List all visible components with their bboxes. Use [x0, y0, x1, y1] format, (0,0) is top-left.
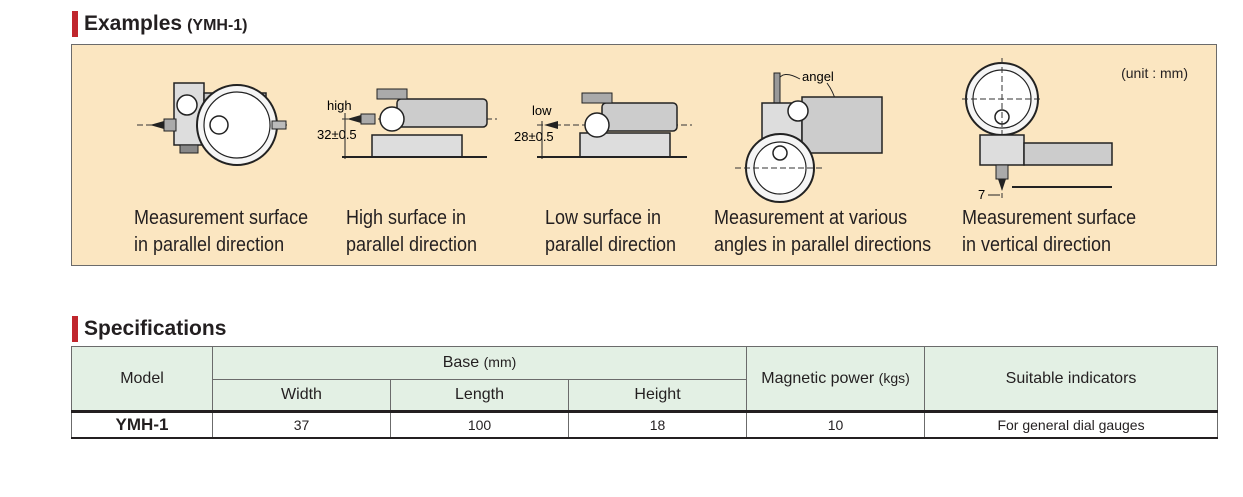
examples-heading: Examples (YMH-1) [72, 11, 248, 37]
caption-various-angles: Measurement at various angles in paralle… [714, 205, 931, 259]
examples-panel: (unit : mm) high 32±0.5 low 28±0.5 [71, 44, 1217, 266]
caption-vertical-surface: Measurement surface in vertical directio… [962, 205, 1136, 259]
specifications-table: Model Base (mm) Magnetic power (kgs) Sui… [71, 346, 1219, 439]
cell-model: YMH-1 [71, 410, 213, 439]
unit-note: (unit : mm) [1121, 65, 1188, 81]
header-height: Height [567, 379, 748, 412]
diagram-various-angles: angel [735, 69, 883, 203]
cell-length: 100 [390, 410, 569, 439]
diagram-vertical-surface: 7 [962, 58, 1113, 202]
header-base: Base (mm) [211, 346, 748, 380]
table-row: YMH-1 37 100 18 10 For general dial gaug… [71, 410, 1219, 439]
heading-accent-bar [72, 11, 78, 37]
specifications-heading: Specifications [72, 316, 226, 342]
caption-high-surface: High surface in parallel direction [346, 205, 477, 259]
header-base-label: Base [442, 354, 480, 371]
high-label: high [327, 98, 352, 113]
caption-line: Low surface in [545, 207, 662, 229]
caption-line: Measurement surface [134, 207, 309, 229]
caption-line: Measurement at various [714, 207, 908, 229]
caption-line: High surface in [346, 207, 467, 229]
header-model: Model [71, 346, 213, 412]
diagram-low-surface: low 28±0.5 [514, 92, 692, 159]
caption-line: Measurement surface [962, 207, 1137, 229]
examples-model: (YMH-1) [187, 16, 248, 34]
caption-line: parallel direction [545, 234, 677, 256]
header-indicators: Suitable indicators [924, 346, 1219, 412]
header-length: Length [390, 379, 569, 412]
high-value-label: 32±0.5 [317, 127, 357, 142]
caption-line: in vertical direction [962, 234, 1112, 256]
specifications-title: Specifications [84, 317, 227, 340]
cell-magnetic: 10 [746, 410, 926, 439]
heading-accent-bar [72, 316, 78, 342]
caption-line: in parallel direction [134, 234, 285, 256]
caption-parallel-surface: Measurement surface in parallel directio… [134, 205, 308, 259]
cell-width: 37 [212, 410, 391, 439]
low-value-label: 28±0.5 [514, 129, 554, 144]
low-label: low [532, 103, 552, 118]
angel-label: angel [802, 69, 834, 84]
diagram-parallel-surface [137, 82, 287, 166]
header-magnetic-label: Magnetic power [761, 369, 875, 387]
header-magnetic: Magnetic power (kgs) [746, 346, 926, 412]
vertical-value-label: 7 [978, 187, 985, 202]
header-base-unit: (mm) [483, 354, 517, 370]
caption-line: angles in parallel directions [714, 234, 932, 256]
caption-low-surface: Low surface in parallel direction [545, 205, 676, 259]
cell-height: 18 [567, 410, 748, 439]
header-width: Width [212, 379, 391, 412]
cell-indicators: For general dial gauges [924, 410, 1219, 439]
caption-line: parallel direction [346, 234, 478, 256]
diagram-high-surface: high 32±0.5 [317, 88, 497, 159]
examples-title: Examples [84, 12, 183, 35]
header-magnetic-unit: (kgs) [878, 369, 910, 386]
